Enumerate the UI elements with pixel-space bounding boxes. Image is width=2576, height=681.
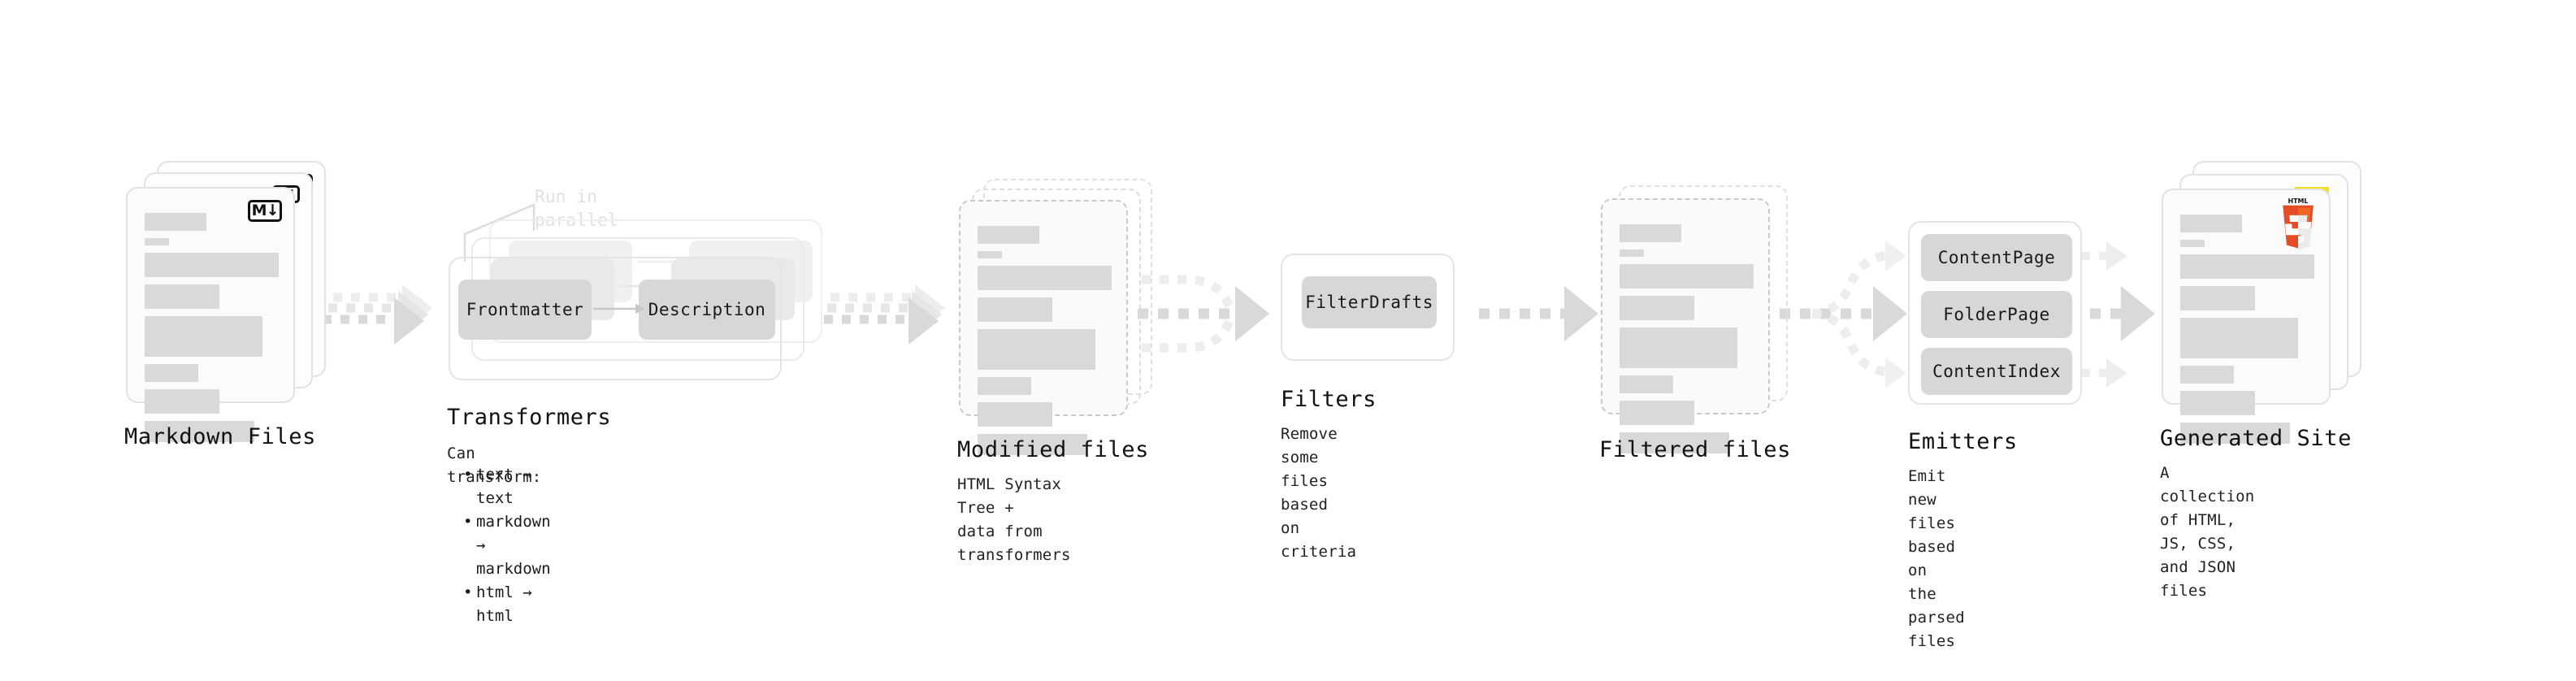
transformers-bullet-item: •text → text (463, 466, 532, 507)
emitters-group-box[interactable]: ContentPage FolderPage ContentIndex (1908, 221, 2082, 405)
file-placeholder-bar (2180, 215, 2242, 232)
file-placeholder-bar (978, 329, 1096, 370)
transformer-card-front[interactable]: Frontmatter Description (449, 257, 782, 380)
file-placeholder-bar (2180, 286, 2256, 310)
file-placeholder-bar (978, 434, 1088, 455)
connector-markdown-to-transformers (305, 284, 432, 345)
file-placeholder-bar (978, 377, 1031, 395)
transformer-chip-description[interactable]: Description (639, 280, 775, 340)
site-file-card-html[interactable]: HTML (2162, 189, 2331, 444)
stage-label-transformers: Transformers (447, 405, 612, 430)
connector-transformers-to-modified (824, 284, 945, 345)
file-placeholder-bar (145, 213, 206, 231)
stage-label-filtered-files: Filtered files (1599, 437, 1791, 462)
file-placeholder-bar (1620, 249, 1644, 257)
file-placeholder-bar (1620, 327, 1738, 368)
file-placeholder-bar (145, 253, 279, 277)
stage-label-modified-files: Modified files (957, 437, 1149, 462)
stage-label-generated-site: Generated Site (2160, 426, 2352, 451)
file-placeholder-bar (145, 238, 169, 245)
connector-filtered-to-emitters (1780, 241, 1907, 388)
emitter-chip-folderpage[interactable]: FolderPage (1921, 291, 2072, 338)
file-placeholder-bar (145, 389, 220, 414)
chip-label: ContentPage (1937, 248, 2056, 267)
html5-badge-icon: HTML (2283, 197, 2314, 250)
file-placeholder-bar (145, 316, 263, 357)
emitter-chip-contentpage[interactable]: ContentPage (1921, 234, 2072, 281)
connector-modified-to-filters (1138, 275, 1269, 353)
file-placeholder-bar (2180, 391, 2256, 415)
filters-group-box[interactable]: FilterDrafts (1281, 254, 1455, 361)
file-placeholder-bar (978, 402, 1053, 427)
svg-text:HTML: HTML (2288, 197, 2309, 205)
file-placeholder-bar (1620, 375, 1673, 393)
file-placeholder-bar (1620, 432, 1730, 453)
file-placeholder-bar (145, 284, 220, 309)
chip-label: FilterDrafts (1305, 293, 1433, 312)
filter-chip-filterdrafts[interactable]: FilterDrafts (1302, 276, 1437, 328)
bullet-label: text → text (476, 466, 532, 507)
file-placeholder-bar (978, 297, 1053, 322)
filtered-file-card-front[interactable] (1601, 198, 1770, 453)
file-placeholder-bar (2180, 240, 2205, 247)
markdown-file-card-front[interactable]: M↓ (126, 187, 295, 442)
chip-label: Description (648, 300, 766, 319)
file-placeholder-bar (2180, 254, 2314, 279)
file-placeholder-bar (145, 421, 255, 442)
file-placeholder-bar (1620, 224, 1681, 242)
modified-file-card-front[interactable] (959, 200, 1128, 455)
connector-filters-to-filtered (1479, 286, 1598, 341)
file-placeholder-bar (1620, 296, 1695, 320)
chip-label: FolderPage (1943, 305, 2050, 324)
file-placeholder-bar (2180, 318, 2299, 358)
stage-sublabel-transformers: Can transform: (447, 445, 542, 486)
bullet-label: html → html (476, 583, 532, 625)
markdown-badge-icon: M↓ (248, 200, 282, 222)
file-placeholder-lines (1620, 224, 1754, 461)
file-placeholder-lines (145, 213, 279, 449)
bullet-label: markdown → markdown (476, 513, 551, 578)
file-placeholder-bar (145, 364, 198, 382)
transformer-inner-arrow (593, 304, 645, 314)
file-placeholder-bar (2180, 366, 2234, 384)
stage-label-markdown-files: Markdown Files (124, 424, 316, 449)
transformers-bullet-item: •markdown → markdown (463, 513, 551, 578)
file-placeholder-bar (978, 266, 1112, 290)
file-placeholder-bar (1620, 264, 1754, 288)
transformer-chip-frontmatter[interactable]: Frontmatter (458, 280, 592, 340)
file-placeholder-lines (2180, 215, 2314, 451)
file-placeholder-bar (978, 251, 1002, 258)
chip-label: ContentIndex (1932, 362, 2061, 381)
stage-sublabel-generated-site: A collection of HTML, JS, CSS, and JSON … (2160, 464, 2255, 600)
file-placeholder-lines (978, 226, 1112, 462)
file-placeholder-bar (2180, 423, 2291, 444)
stage-sublabel-modified-files: HTML Syntax Tree + data from transformer… (957, 475, 1071, 564)
emitter-chip-contentindex[interactable]: ContentIndex (1921, 348, 2072, 395)
file-placeholder-bar (1620, 401, 1695, 425)
stage-sublabel-emitters: Emit new files based on the parsed files (1908, 467, 1965, 650)
file-placeholder-bar (978, 226, 1039, 244)
stage-label-filters: Filters (1281, 387, 1377, 412)
chip-label: Frontmatter (466, 300, 584, 319)
stage-label-emitters: Emitters (1908, 429, 2018, 454)
transformers-bullet-item: •html → html (463, 583, 532, 625)
transformers-bullet-list: •text → text •markdown → markdown •html … (462, 463, 551, 628)
connector-emitters-to-site (2048, 241, 2155, 388)
stage-sublabel-filters: Remove some files based on criteria (1281, 425, 1357, 561)
